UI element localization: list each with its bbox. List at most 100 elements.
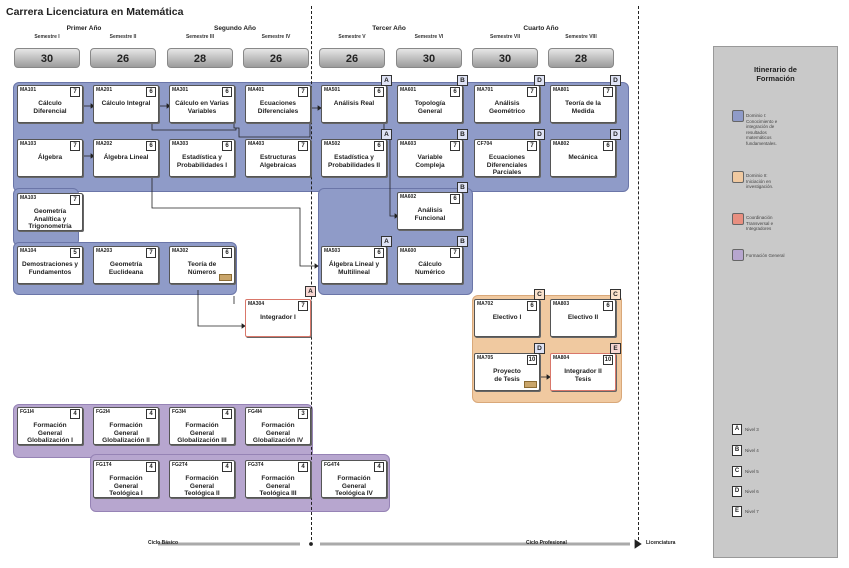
course-code: CF704 [477, 141, 493, 147]
course-name: Análisis Funcional [414, 207, 446, 222]
level-tag: D [610, 129, 621, 140]
course-name: Formación General Teológica IV [335, 475, 373, 497]
course-name: Formación General Globalización II [102, 422, 150, 444]
course-name: Formación General Teológica II [184, 475, 220, 497]
legend-text: Coordinación Transversal e Integradores [746, 215, 774, 231]
course-credits: 6 [146, 87, 156, 97]
cycle-divider [311, 6, 312, 540]
semester-label: Semestre VI [414, 34, 444, 40]
course-credits: 3 [298, 409, 308, 419]
course-code: MA502 [324, 141, 341, 147]
course-credits: 7 [527, 87, 537, 97]
course-code: MA501 [324, 87, 341, 93]
level-tag: B [457, 75, 468, 86]
level-tag-d: D [732, 486, 742, 497]
course-credits: 6 [146, 141, 156, 151]
course-name: Álgebra Lineal y Multilineal [328, 261, 380, 276]
course-code: MA602 [400, 194, 417, 200]
course-credits: 4 [298, 462, 308, 472]
year-label-4: Cuarto Año [523, 25, 559, 32]
legend-swatch-domain-2 [732, 171, 744, 183]
course-code: FG2T4 [172, 462, 188, 468]
level-tag-b: B [732, 445, 742, 456]
course-code: MA705 [477, 355, 494, 361]
course-credits: 7 [70, 141, 80, 151]
course-credits: 6 [374, 248, 384, 258]
course-name: Mecánica [568, 154, 598, 161]
course-credits: 4 [222, 409, 232, 419]
course-credits: 7 [146, 248, 156, 258]
level-tag: A [381, 236, 392, 247]
course-name: Demostraciones y Fundamentos [22, 261, 78, 276]
badge-icon [524, 381, 537, 388]
semester-label: Semestre V [338, 34, 366, 40]
course-code: MA103 [20, 141, 37, 147]
semester-label: Semestre II [109, 34, 137, 40]
course-name: Teoría de la Medida [565, 100, 601, 115]
course-name: Álgebra Lineal [103, 154, 149, 161]
course-name: Formación General Teológica I [109, 475, 143, 497]
semester-label: Semestre VII [489, 34, 521, 40]
course-code: MA301 [172, 87, 189, 93]
course-name: Electivo II [567, 314, 599, 321]
course-code: FG4I4 [248, 409, 262, 415]
legend-panel: Itinerario de Formación Dominio I: Conoc… [713, 46, 838, 558]
course-code: MA403 [248, 141, 265, 147]
course-credits: 10 [527, 355, 537, 365]
course-code: MA201 [96, 87, 113, 93]
credit-total: 30 [14, 48, 80, 68]
course-credits: 6 [603, 301, 613, 311]
course-name: Geometría Euclideana [108, 261, 144, 276]
level-tag: B [457, 182, 468, 193]
course-name: Cálculo Numérico [415, 261, 445, 276]
course-code: MA303 [172, 141, 189, 147]
course-code: MA203 [96, 248, 113, 254]
level-tag: A [381, 129, 392, 140]
level-tag: D [610, 75, 621, 86]
level-tag: A [381, 75, 392, 86]
course-code: MA103 [20, 195, 37, 201]
course-code: FG4T4 [324, 462, 340, 468]
course-credits: 7 [70, 195, 80, 205]
course-credits: 6 [222, 87, 232, 97]
course-name: Teoría de Números [187, 261, 217, 276]
course-code: MA603 [400, 141, 417, 147]
level-tag: D [534, 75, 545, 86]
